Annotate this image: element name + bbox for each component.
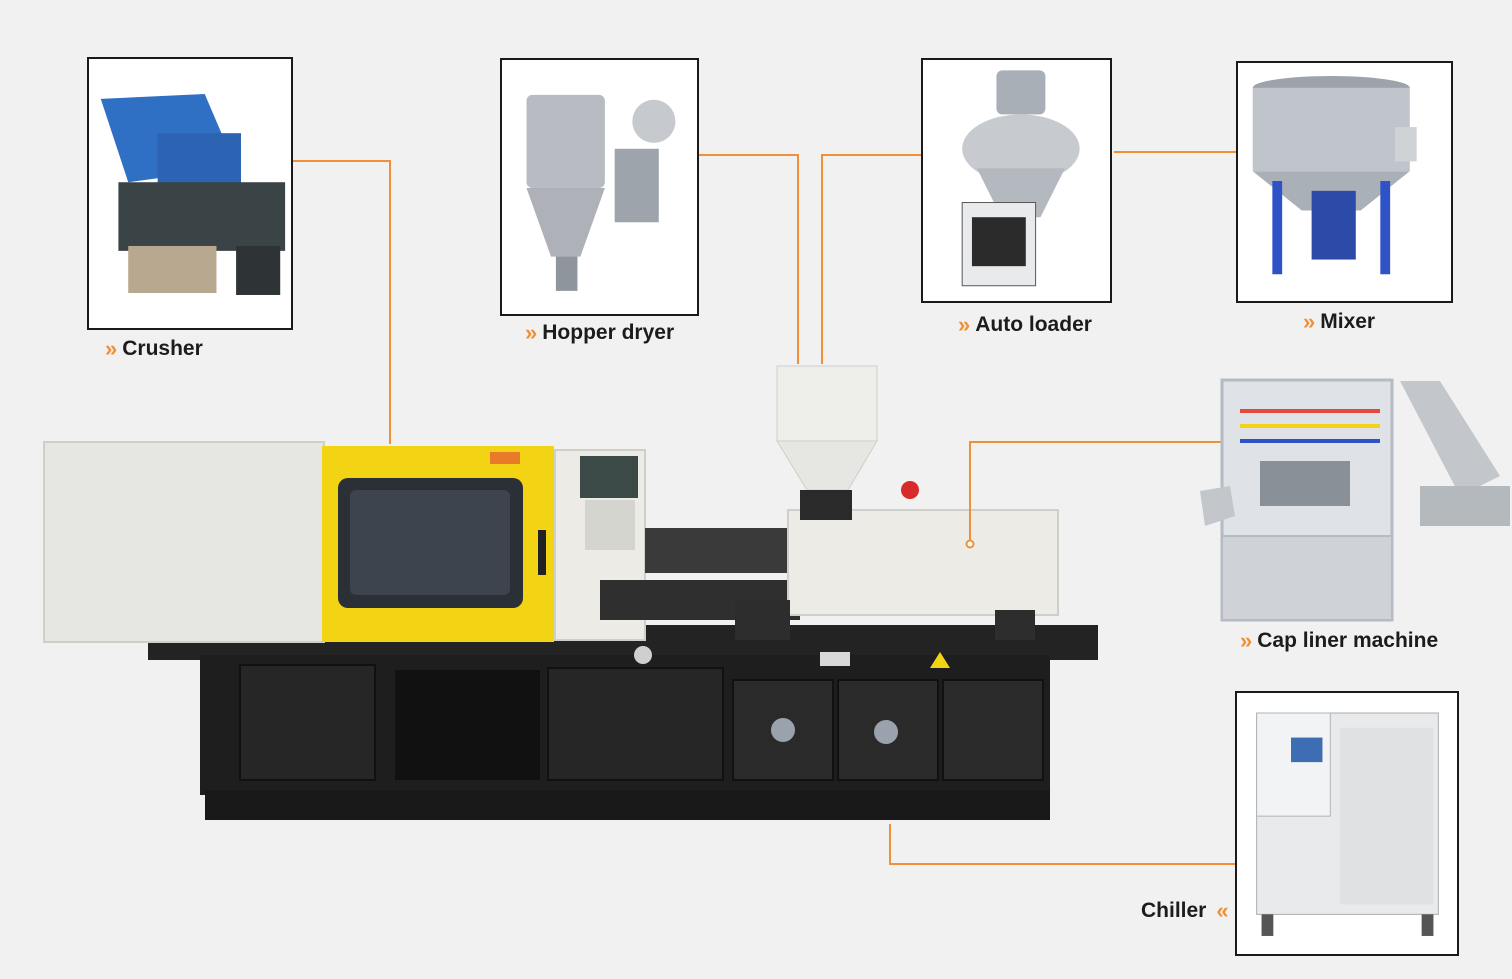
cap-liner-machine-image [1200,378,1510,622]
chevron-right-icon: » [105,336,117,361]
chiller-label: Chiller « [1141,898,1229,924]
cap-liner-text: Cap liner machine [1257,629,1439,652]
crusher-text: Crusher [122,337,203,360]
mixer-label: » Mixer [1303,309,1375,335]
hopper-dryer-image [500,58,699,316]
chevron-right-icon: » [1303,309,1315,334]
auto-loader-text: Auto loader [975,313,1092,336]
hopper-dryer-connector [676,154,799,364]
auto-loader-image [921,58,1112,303]
chiller-connector [889,824,1240,865]
crusher-image [87,57,293,330]
chiller-text: Chiller [1141,899,1207,922]
chevron-right-icon: » [958,312,970,337]
mixer-text: Mixer [1320,310,1376,333]
auto-loader-connector [821,154,942,364]
mixer-image [1236,61,1453,303]
hopper-dryer-label: » Hopper dryer [525,320,674,346]
crusher-connector [270,160,391,444]
chevron-right-icon: » [525,320,537,345]
hopper-dryer-text: Hopper dryer [542,321,675,344]
chiller-image [1235,691,1459,956]
crusher-label: » Crusher [105,336,203,362]
chevron-left-icon: « [1216,898,1228,923]
cap-liner-connector [969,441,1230,544]
cap-liner-label: » Cap liner machine [1240,628,1438,654]
chevron-right-icon: » [1240,628,1252,653]
auto-loader-label: » Auto loader [958,312,1092,338]
